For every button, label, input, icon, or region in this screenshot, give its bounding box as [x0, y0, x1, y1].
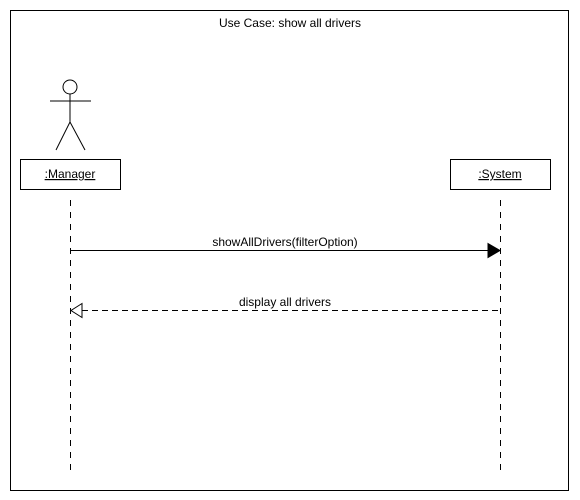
lifeline-system: :System [450, 159, 551, 470]
return-label: display all drivers [239, 295, 331, 309]
filled-arrowhead-icon [487, 242, 501, 259]
message-label: showAllDrivers(filterOption) [212, 235, 357, 249]
lifeline-label-manager: :Manager [45, 167, 96, 181]
lifeline-label-system: :System [478, 167, 521, 181]
message-show-all-drivers: showAllDrivers(filterOption) [70, 235, 501, 259]
frame-title: Use Case: show all drivers [219, 16, 361, 30]
diagram-frame [10, 10, 569, 491]
lifeline-manager: :Manager [20, 159, 121, 470]
lifeline-head-manager [20, 159, 121, 190]
open-arrowhead-icon [70, 302, 83, 319]
manager-actor-icon [50, 79, 91, 151]
lifeline-head-system [450, 159, 551, 190]
message-display-all-drivers: display all drivers [70, 295, 500, 319]
